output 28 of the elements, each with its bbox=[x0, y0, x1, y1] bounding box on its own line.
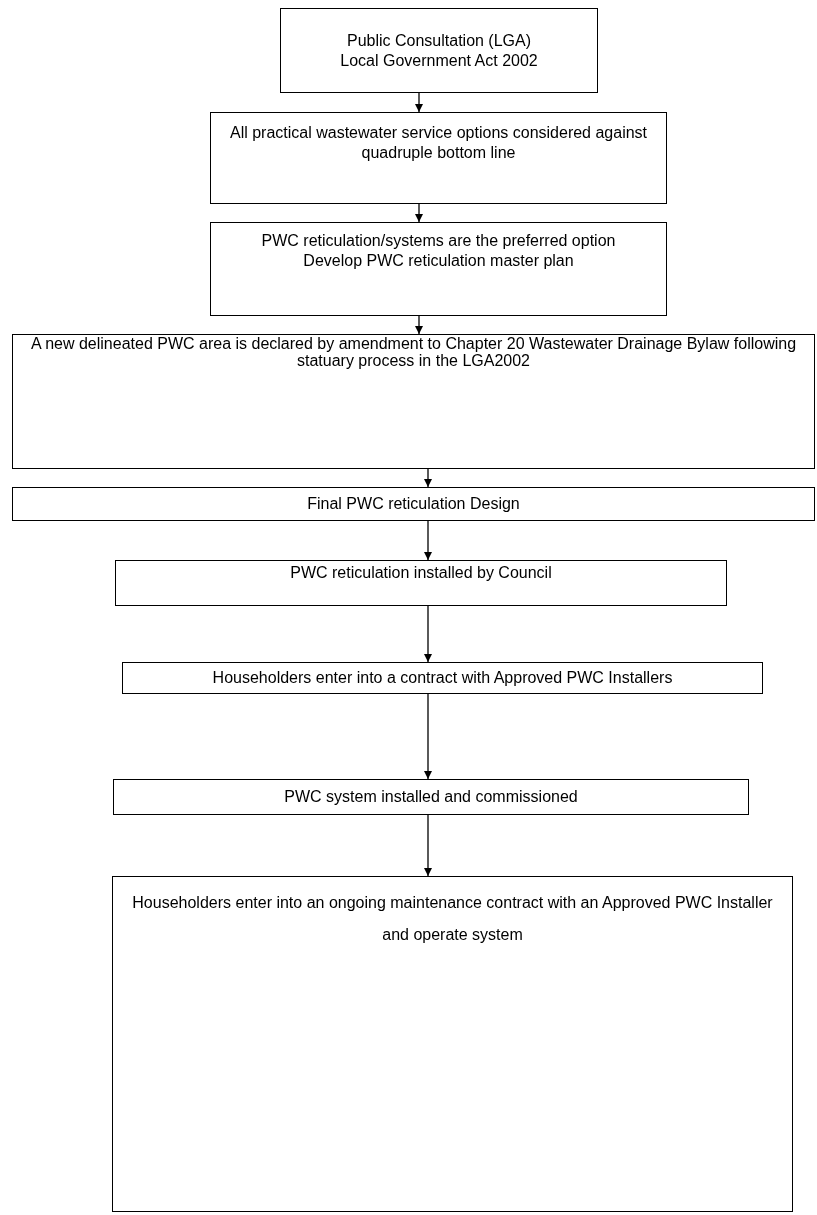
step-text: Local Government Act 2002 bbox=[340, 50, 538, 71]
step-text: Public Consultation (LGA) bbox=[346, 30, 532, 51]
process-box bbox=[113, 779, 749, 815]
arrow bbox=[424, 693, 432, 780]
arrow bbox=[424, 814, 432, 877]
process-box bbox=[115, 560, 727, 606]
step-text: A new delineated PWC area is declared by amendment to Chapter 20 Wastewater Drainage Bylaw following statuary process in the LGA2002 bbox=[29, 335, 798, 369]
arrow bbox=[415, 315, 423, 335]
step-text: Householders enter into a contract with Approved PWC Installers bbox=[212, 668, 673, 688]
step-text: Final PWC reticulation Design bbox=[307, 494, 520, 514]
process-box bbox=[210, 112, 667, 204]
process-box bbox=[122, 662, 763, 694]
arrow bbox=[415, 92, 423, 113]
step-text: PWC reticulation/systems are the preferred option bbox=[261, 231, 616, 251]
arrow bbox=[424, 605, 432, 663]
arrow bbox=[415, 203, 423, 223]
step-text: PWC system installed and commissioned bbox=[284, 787, 578, 807]
process-box bbox=[280, 8, 598, 93]
process-box bbox=[210, 222, 667, 316]
step-text: Develop PWC reticulation master plan bbox=[303, 251, 574, 271]
step-text: All practical wastewater service options considered against quadruple bottom line bbox=[228, 123, 649, 163]
step-text: PWC reticulation installed by Council bbox=[290, 563, 552, 583]
process-box bbox=[12, 487, 815, 521]
process-box bbox=[12, 334, 815, 469]
arrow bbox=[424, 520, 432, 561]
process-box bbox=[112, 876, 793, 1212]
arrow bbox=[424, 468, 432, 488]
step-text: Householders enter into an ongoing maintenance contract with an Approved PWC Installer and operate system bbox=[131, 893, 774, 945]
